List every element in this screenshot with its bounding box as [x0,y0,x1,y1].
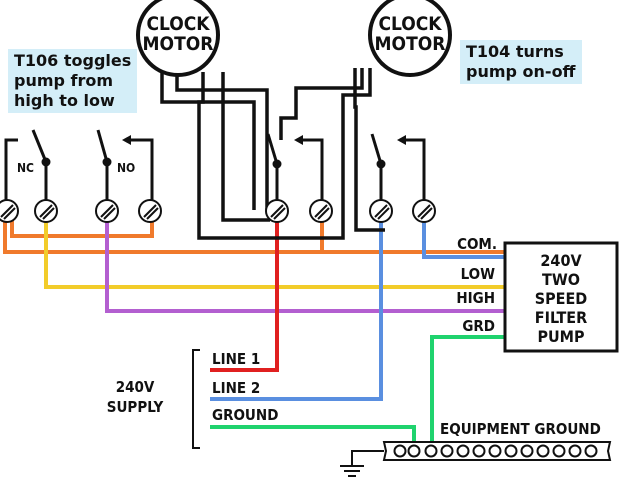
clock-motor-left-line2: MOTOR [143,33,214,55]
green-grd-wire [430,335,505,445]
terminal-t104-3 [369,199,393,223]
purple-high-wire [105,222,505,313]
note-t104-line2: pump on-off [466,62,576,81]
note-t106-line3: high to low [14,91,115,110]
equipment-ground-label: EQUIPMENT GROUND [440,420,601,438]
orange-jumper-wire [10,220,154,238]
switch-label-nc: NC [17,161,34,175]
orange-wire [3,220,505,254]
earth-ground-icon [340,450,384,477]
blue-com-wire [422,222,505,259]
red-line1-wire [210,222,279,372]
clock-motor-left: CLOCK MOTOR [136,0,220,77]
terminal-t104-4 [412,199,436,223]
supply-line2: SUPPLY [107,398,164,416]
terminal-t104-1 [265,199,289,223]
t104-switch-left [266,133,324,200]
t104-switch-right [370,133,426,200]
pump-terminal-high: HIGH [456,289,495,307]
terminal-t104-2 [309,199,333,223]
supply-label-ground: GROUND [212,406,278,424]
pump-line2: TWO [542,270,580,289]
clock-motor-right-line2: MOTOR [375,33,446,55]
equipment-ground-bar [382,441,612,461]
supply-label-line2: LINE 2 [212,379,260,397]
yellow-low-wire [44,222,505,289]
note-t104-line1: T104 turns [466,42,564,61]
t106-switch-no [96,129,154,200]
green-ground-wire [210,425,416,445]
clock-motor-right-line1: CLOCK [378,13,442,35]
pump-terminal-grd: GRD [462,317,495,335]
note-t104: T104 turns pump on-off [460,40,582,84]
terminal-t106-3 [95,199,119,223]
clock-motor-left-line1: CLOCK [146,13,210,35]
note-t106: T106 toggles pump from high to low [8,49,138,113]
t106-switch-nc [4,129,51,200]
supply-line1: 240V [116,378,155,396]
pump-box [503,241,619,353]
note-t106-line2: pump from [14,71,114,90]
pump-line1: 240V [540,251,582,270]
terminal-t106-4 [138,199,162,223]
clock-motor-right: CLOCK MOTOR [368,0,452,77]
note-t106-line1: T106 toggles [14,51,132,70]
pump-line4: FILTER [535,308,587,327]
terminal-t106-1 [0,199,19,223]
pump-terminal-com: COM. [457,235,497,253]
switch-label-no: NO [117,161,135,175]
blue-line2-wire [210,222,383,401]
terminal-t106-2 [34,199,58,223]
black-motor-wires [160,68,385,240]
supply-label-line1: LINE 1 [212,350,260,368]
pump-line3: SPEED [535,289,588,308]
supply-bracket [192,349,200,449]
pump-terminal-low: LOW [461,265,496,283]
screw-terminals [0,199,436,223]
pump-line5: PUMP [537,327,584,346]
